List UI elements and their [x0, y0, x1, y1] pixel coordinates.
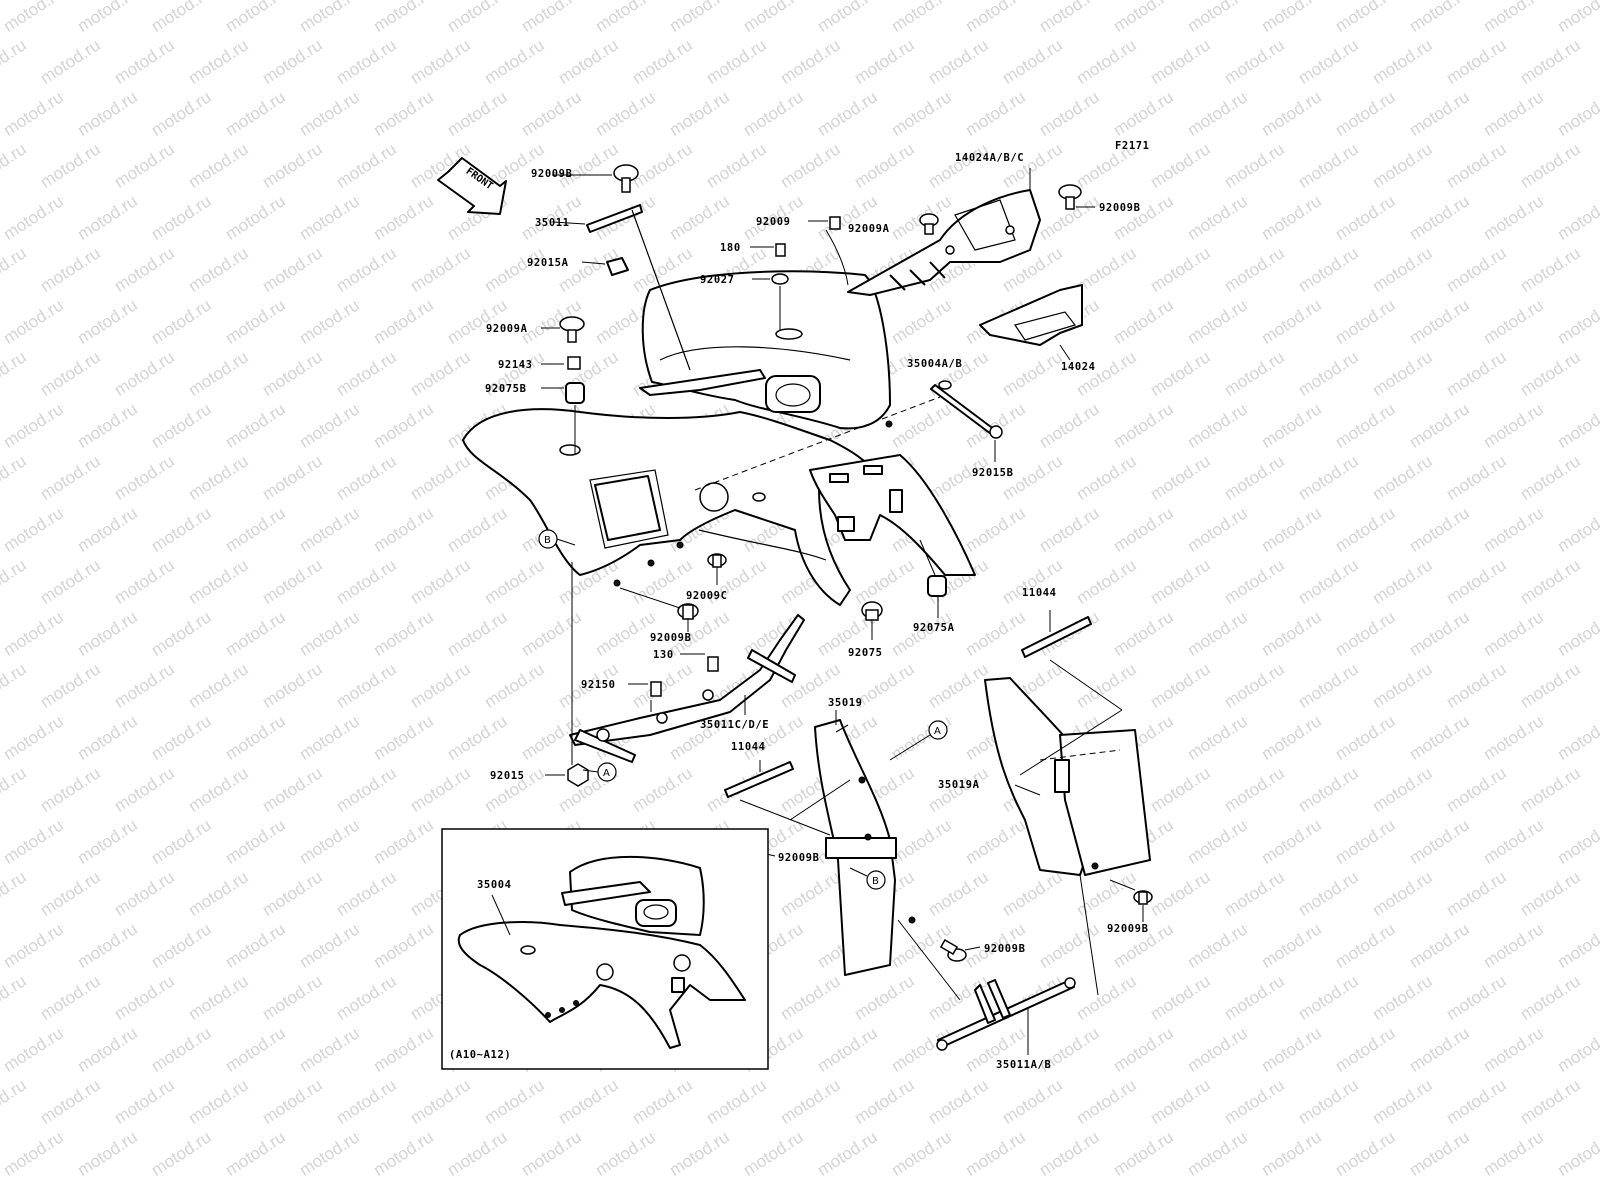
label-92143: 92143 [498, 359, 533, 371]
callout-B-lower: B [849, 867, 886, 890]
label-14024ABC: 14024A/B/C [955, 152, 1024, 164]
label-92009A-left: 92009A [486, 323, 528, 335]
part-labels: 92009B 35011 92015A 92009A 92143 92075B … [477, 152, 1149, 1071]
label-92150: 92150 [581, 679, 616, 691]
callout-B-lower-text: B [872, 876, 879, 887]
left-hardware-column [541, 164, 766, 455]
label-92075B: 92075B [485, 383, 527, 395]
bolt-92015B [930, 380, 1003, 462]
figure-code: F2171 [1115, 140, 1150, 152]
label-92015: 92015 [490, 770, 525, 782]
mud-flap-35019 [724, 710, 981, 976]
callout-A-right-text: A [934, 726, 941, 737]
callout-A-text: A [603, 768, 610, 779]
label-35004: 35004 [477, 879, 512, 891]
label-92009B-mid: 92009B [650, 632, 692, 644]
label-92009B-flap: 92009B [778, 852, 820, 864]
label-35004AB: 35004A/B [907, 358, 962, 370]
label-92009B-bottomright: 92009B [1107, 923, 1149, 935]
center-top-hardware [750, 243, 789, 330]
callout-B-upper: B [538, 529, 576, 549]
mid-hardware [619, 539, 947, 640]
stay-35011CDE [545, 562, 805, 787]
inset-variant-box: (A10~A12) [441, 828, 769, 1070]
label-180: 180 [720, 242, 741, 254]
callout-A-right: A [928, 720, 948, 740]
label-35011AB: 35011A/B [996, 1059, 1051, 1071]
label-14024: 14024 [1061, 361, 1096, 373]
guard-14024ABC [808, 168, 1095, 296]
label-92075: 92075 [848, 647, 883, 659]
label-92009B-flap2: 92009B [984, 943, 1026, 955]
label-92009B-top: 92009B [531, 168, 573, 180]
label-35011: 35011 [535, 217, 570, 229]
label-11044-left: 11044 [731, 741, 766, 753]
label-35011CDE: 35011C/D/E [700, 719, 769, 731]
label-92015B: 92015B [972, 467, 1014, 479]
label-92009: 92009 [756, 216, 791, 228]
inset-label: (A10~A12) [449, 1049, 511, 1061]
label-35019A: 35019A [938, 779, 980, 791]
callout-A-lower: A [582, 762, 617, 782]
label-92009C: 92009C [686, 590, 728, 602]
front-direction-arrow: FRONT [437, 157, 507, 215]
label-92009B-topright: 92009B [1099, 202, 1141, 214]
bracket-14024 [979, 284, 1083, 361]
stay-35011AB [897, 919, 1076, 1055]
callout-B-text: B [544, 535, 551, 546]
label-92015A: 92015A [527, 257, 569, 269]
label-35019: 35019 [828, 697, 863, 709]
label-92009A-right: 92009A [848, 223, 890, 235]
label-11044-right: 11044 [1022, 587, 1057, 599]
label-92075A: 92075A [913, 622, 955, 634]
label-130: 130 [653, 649, 674, 661]
mud-flap-35019A [984, 610, 1153, 996]
label-92027: 92027 [700, 274, 735, 286]
